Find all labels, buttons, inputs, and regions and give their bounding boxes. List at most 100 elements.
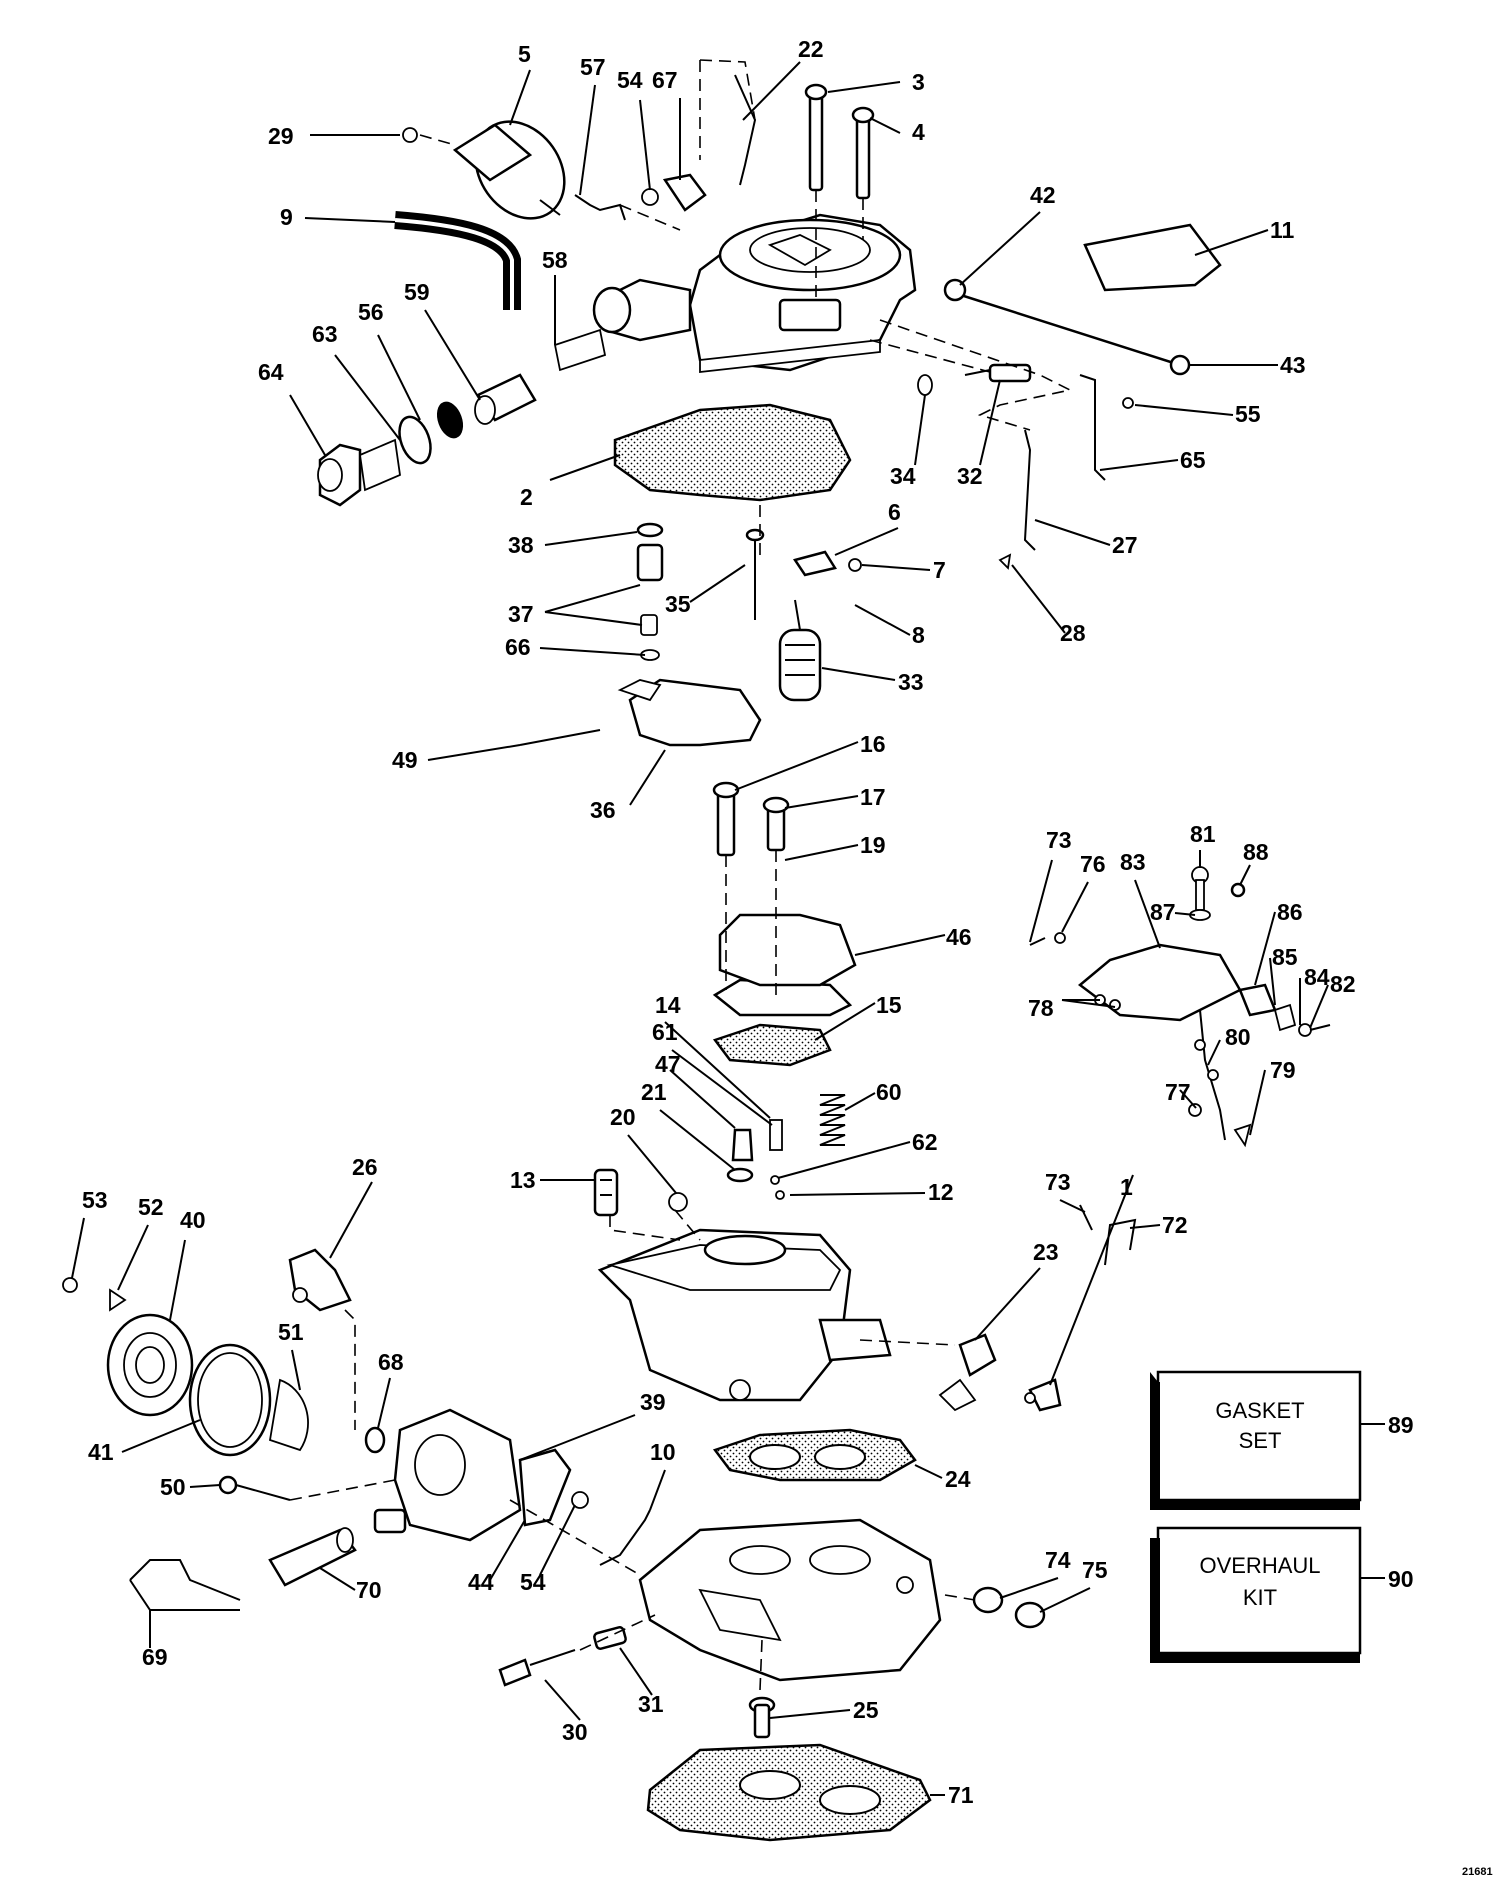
leader-line-60 — [844, 1092, 876, 1111]
callout-76: 76 — [1080, 851, 1106, 877]
callout-90: 90 — [1388, 1566, 1414, 1592]
leader-line-73 — [1059, 1199, 1086, 1213]
gasket-set-line-2: SET — [1239, 1428, 1282, 1453]
callout-11: 11 — [1270, 217, 1295, 243]
leader-line-33 — [821, 667, 896, 681]
callout-73: 73 — [1045, 1169, 1071, 1195]
leader-line-37 — [544, 584, 641, 613]
washer-75 — [1014, 1601, 1046, 1629]
leader-line-16 — [734, 741, 859, 791]
leader-line-57 — [579, 84, 596, 196]
callout-68: 68 — [378, 1349, 404, 1375]
callout-61: 61 — [652, 1019, 678, 1045]
callout-69: 69 — [142, 1644, 168, 1670]
leader-line-55 — [1134, 404, 1234, 416]
leader-line-11 — [1194, 229, 1269, 256]
callout-85: 85 — [1272, 944, 1298, 970]
leader-line-36 — [629, 749, 666, 806]
leader-line-64 — [289, 394, 326, 456]
callout-38: 38 — [508, 532, 534, 558]
callout-88: 88 — [1243, 839, 1269, 865]
callout-47: 47 — [655, 1051, 681, 1077]
assembly-lines — [289, 59, 1073, 1691]
leader-line-46 — [854, 934, 946, 956]
callout-43: 43 — [1280, 352, 1306, 378]
callout-64: 64 — [258, 359, 284, 385]
leader-line-6 — [834, 527, 899, 556]
callout-80: 80 — [1225, 1024, 1251, 1050]
gasket-set-line-1: GASKET — [1215, 1398, 1304, 1423]
callout-83: 83 — [1120, 849, 1146, 875]
callout-57: 57 — [580, 54, 606, 80]
choke-thermostat — [62, 1277, 309, 1457]
callout-35: 35 — [665, 591, 691, 617]
fast-idle-bracket — [1029, 866, 1331, 1148]
bracket-44 — [518, 1448, 572, 1527]
main-body-small-parts — [593, 1094, 846, 1217]
callout-33: 33 — [898, 669, 924, 695]
callout-63: 63 — [312, 321, 338, 347]
leader-line-44 — [489, 1519, 526, 1581]
leader-line-47 — [669, 1069, 736, 1129]
callout-30: 30 — [562, 1719, 588, 1745]
callout-82: 82 — [1330, 971, 1356, 997]
callout-66: 66 — [505, 634, 531, 660]
callout-54: 54 — [520, 1569, 546, 1595]
leader-line-10 — [649, 1469, 666, 1511]
callout-40: 40 — [180, 1207, 206, 1233]
leader-line-15 — [814, 1002, 876, 1041]
figure-code: 21681 — [1462, 1866, 1493, 1877]
leader-line-19 — [784, 844, 859, 861]
callout-29: 29 — [268, 123, 294, 149]
callout-59: 59 — [404, 279, 430, 305]
callout-70: 70 — [356, 1577, 382, 1603]
callout-75: 75 — [1082, 1557, 1108, 1583]
leader-line-51 — [291, 1349, 301, 1391]
callout-12: 12 — [928, 1179, 954, 1205]
leader-line-61 — [671, 1049, 773, 1126]
callout-39: 39 — [640, 1389, 666, 1415]
callout-87: 87 — [1150, 899, 1176, 925]
leader-line-27 — [1034, 519, 1111, 546]
overhaul-kit-box: OVERHAUL KIT 90 — [1150, 1526, 1414, 1663]
callout-19: 19 — [860, 832, 886, 858]
callout-46: 46 — [946, 924, 972, 950]
callout-71: 71 — [948, 1782, 974, 1808]
callout-50: 50 — [160, 1474, 186, 1500]
callout-31: 31 — [638, 1691, 664, 1717]
callout-78: 78 — [1028, 995, 1054, 1021]
leader-line-79 — [1249, 1069, 1266, 1136]
callout-25: 25 — [853, 1697, 879, 1723]
leader-line-3 — [827, 81, 901, 93]
leader-line-70 — [319, 1567, 356, 1591]
callout-15: 15 — [876, 992, 902, 1018]
callout-81: 81 — [1190, 821, 1216, 847]
leader-line-54 — [539, 1504, 576, 1576]
throttle-lever-26 — [288, 1248, 386, 1454]
leader-line-37-b — [544, 611, 643, 626]
callout-8: 8 — [912, 622, 925, 648]
leader-line-59 — [424, 309, 481, 401]
rod-72 — [1104, 1218, 1137, 1266]
callout-5: 5 — [518, 41, 531, 67]
leader-line-88 — [1239, 864, 1251, 886]
leader-line-52 — [117, 1224, 149, 1291]
gasket-set-box: GASKET SET 89 — [1150, 1370, 1414, 1510]
callout-10: 10 — [650, 1439, 676, 1465]
leader-line-83 — [1134, 879, 1161, 949]
leader-line-22 — [742, 61, 801, 121]
leader-line-2 — [549, 454, 621, 481]
callout-53: 53 — [82, 1187, 108, 1213]
leader-line-62 — [777, 1141, 911, 1179]
throttle-body — [638, 1518, 942, 1682]
callout-32: 32 — [957, 463, 983, 489]
leader-line-63 — [334, 354, 401, 441]
leader-line-50 — [189, 1484, 221, 1488]
leader-line-87 — [1174, 912, 1196, 916]
leader-line-39 — [519, 1414, 636, 1461]
leader-line-53 — [71, 1217, 85, 1279]
callout-42: 42 — [1030, 182, 1056, 208]
callout-51: 51 — [278, 1319, 304, 1345]
choke-plate-and-shaft — [943, 223, 1222, 551]
